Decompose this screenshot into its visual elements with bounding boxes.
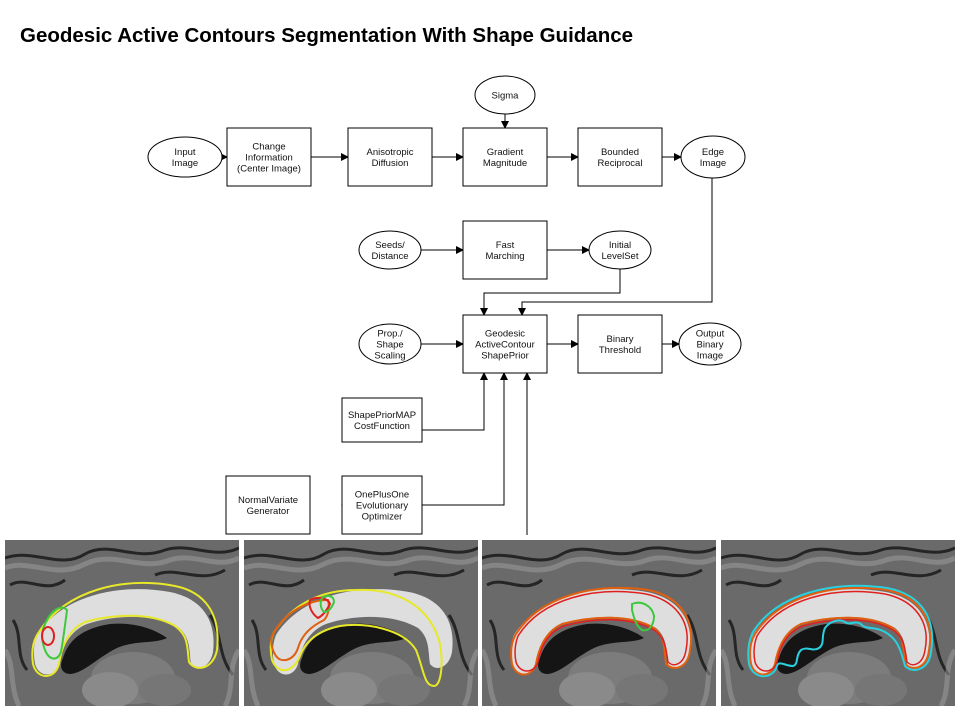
node-label: Bounded: [601, 147, 639, 158]
node-label: Generator: [247, 506, 290, 517]
node-label: Initial: [609, 240, 631, 251]
box-shape: [577, 314, 663, 374]
node-label: Fast: [496, 240, 515, 251]
brain-slice-1: [5, 540, 239, 706]
node-label: Reciprocal: [598, 158, 643, 169]
box-shape: [226, 127, 312, 187]
node-label: Evolutionary: [356, 501, 409, 512]
box-shape: [225, 475, 311, 535]
box-shape: [462, 314, 548, 374]
node-label: Information: [245, 153, 293, 164]
node-label: ShapePrior: [481, 351, 529, 362]
flow-arrow: [422, 372, 508, 506]
flow-arrow: [518, 178, 713, 316]
box-shape: [462, 220, 548, 280]
node-seeds: Seeds/Distance: [358, 230, 422, 270]
diagram-edges: [220, 114, 713, 535]
node-label: (Center Image): [237, 164, 301, 175]
flow-arrow: [480, 269, 621, 316]
node-label: Optimizer: [362, 512, 403, 523]
box-shape: [341, 397, 423, 443]
node-label: Image: [172, 158, 198, 169]
slide-title: Geodesic Active Contours Segmentation Wi…: [20, 24, 634, 47]
node-label: Marching: [485, 251, 524, 262]
node-label: Seeds/: [375, 240, 405, 251]
ellipse-shape: [678, 322, 742, 366]
node-label: Prop./: [377, 329, 403, 340]
node-label: Input: [174, 147, 195, 158]
brain-slice-2: [244, 540, 478, 706]
node-label: Scaling: [374, 351, 405, 362]
node-sigma: Sigma: [474, 75, 536, 115]
box-shape: [577, 127, 663, 187]
box-shape: [462, 127, 548, 187]
node-label: Edge: [702, 147, 724, 158]
node-label: OnePlusOne: [355, 490, 409, 501]
ellipse-shape: [474, 75, 536, 115]
node-label: Image: [697, 351, 723, 362]
node-label: Image: [700, 158, 726, 169]
box-shape: [347, 127, 433, 187]
node-label: Geodesic: [485, 329, 525, 340]
node-label: Threshold: [599, 345, 641, 356]
node-label: LevelSet: [602, 251, 639, 262]
ellipse-shape: [147, 136, 223, 178]
node-label: Gradient: [487, 147, 524, 158]
node-label: Binary: [607, 334, 634, 345]
ellipse-shape: [358, 323, 422, 365]
node-label: Anisotropic: [367, 147, 414, 158]
node-label: Sigma: [492, 91, 520, 102]
node-label: NormalVariate: [238, 495, 298, 506]
node-label: ActiveContour: [475, 340, 535, 351]
node-label: Output: [696, 329, 725, 340]
node-label: Magnitude: [483, 158, 527, 169]
node-label: Change: [252, 142, 285, 153]
flow-arrow: [422, 372, 488, 431]
ellipse-shape: [358, 230, 422, 270]
node-label: Diffusion: [372, 158, 409, 169]
node-label: ShapePriorMAP: [348, 410, 416, 421]
node-label: Distance: [372, 251, 409, 262]
node-label: Shape: [376, 340, 403, 351]
node-label: Binary: [697, 340, 724, 351]
brain-slice-3: [482, 540, 716, 706]
box-shape: [341, 475, 423, 535]
ellipse-shape: [680, 135, 746, 179]
ellipse-shape: [588, 230, 652, 270]
brain-slice-4: [721, 540, 955, 706]
node-label: CostFunction: [354, 421, 410, 432]
